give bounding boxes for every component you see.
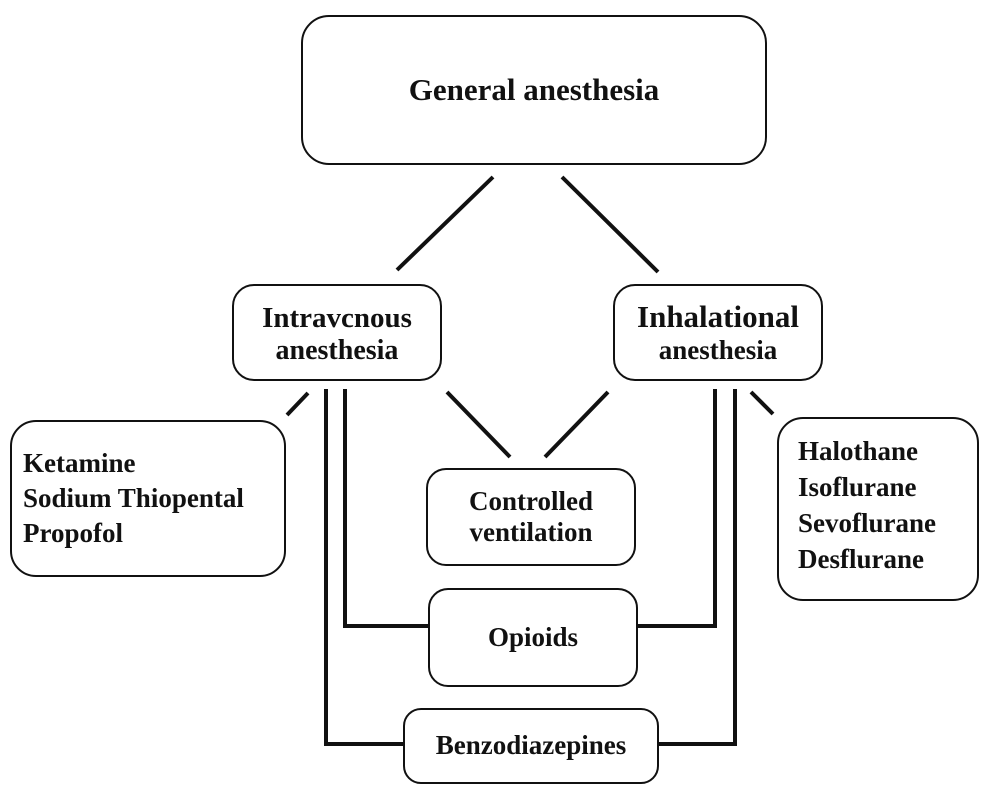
controlled-ventilation-line1: Controlled	[468, 485, 593, 516]
connector-intravenous-to-ventilation	[445, 390, 512, 459]
benzodiazepines-node: Benzodiazepines	[403, 708, 659, 784]
opioids-node: Opioids	[428, 588, 638, 687]
connector-inhalational-to-agents	[749, 390, 775, 416]
agent-desflurane: Desflurane	[798, 544, 924, 574]
controlled-ventilation-node: Controlled ventilation	[426, 468, 636, 566]
agent-halothane: Halothane	[798, 436, 919, 466]
connector-root-to-inhalational	[560, 175, 660, 274]
connector-intravenous-to-benzodiazepines	[324, 389, 403, 746]
intravenous-agents-node: Ketamine Sodium Thiopental Propofol	[10, 420, 286, 577]
agent-sodium-thiopental: Sodium Thiopental	[23, 483, 244, 513]
intravenous-label-line1: Intravcnous	[262, 301, 412, 334]
connector-root-to-intravenous	[395, 175, 495, 272]
general-anesthesia-label: General anesthesia	[408, 72, 660, 108]
inhalational-agents-node: Halothane Isoflurane Sevoflurane Desflur…	[777, 417, 979, 601]
inhalational-label-line2: anesthesia	[658, 334, 778, 365]
general-anesthesia-node: General anesthesia	[301, 15, 767, 165]
connector-inhalational-to-ventilation	[543, 390, 610, 459]
benzodiazepines-label: Benzodiazepines	[435, 730, 627, 761]
intravenous-label-line2: anesthesia	[275, 335, 399, 367]
controlled-ventilation-line2: ventilation	[469, 517, 593, 547]
agent-propofol: Propofol	[23, 518, 123, 548]
inhalational-anesthesia-node: Inhalational anesthesia	[613, 284, 823, 381]
connector-intravenous-to-agents	[285, 391, 310, 417]
connector-intravenous-to-opioids	[343, 389, 428, 628]
intravenous-anesthesia-node: Intravcnous anesthesia	[232, 284, 442, 381]
inhalational-label-line1: Inhalational	[637, 299, 799, 335]
connector-inhalational-to-benzodiazepines	[659, 389, 737, 746]
agent-isoflurane: Isoflurane	[798, 472, 917, 502]
connector-inhalational-to-opioids	[638, 389, 717, 628]
agent-ketamine: Ketamine	[23, 448, 136, 478]
agent-sevoflurane: Sevoflurane	[798, 508, 936, 538]
opioids-label: Opioids	[487, 621, 579, 652]
